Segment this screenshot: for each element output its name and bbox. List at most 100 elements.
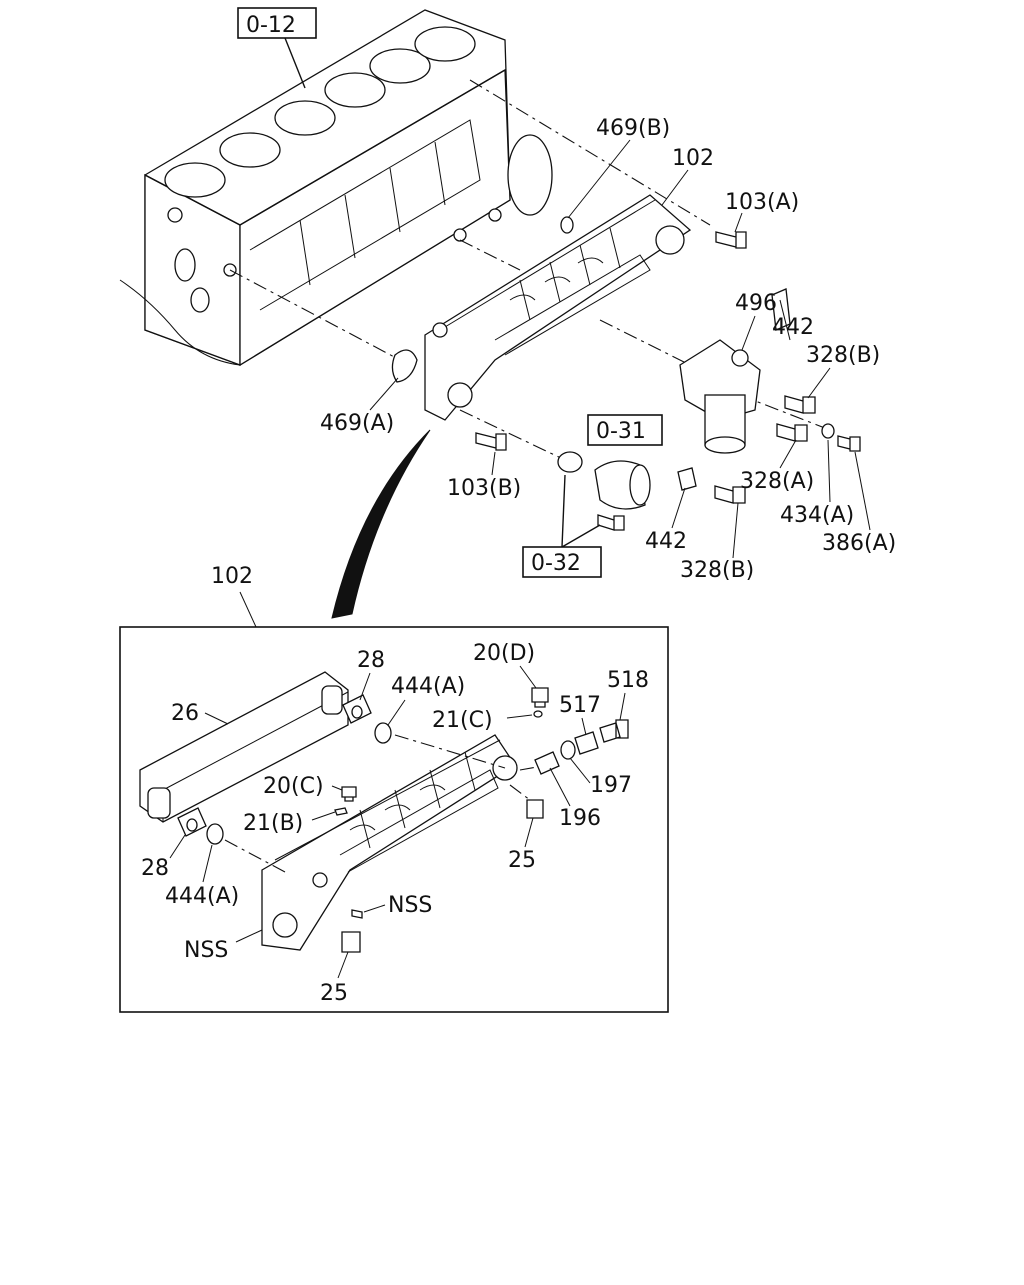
label-328a: 328(A) xyxy=(740,469,814,494)
leader-0-12 xyxy=(284,37,306,89)
leader-103b xyxy=(491,451,496,476)
label-442-top: 442 xyxy=(772,315,814,340)
leader-328a xyxy=(779,439,797,469)
leader-21b xyxy=(311,811,336,821)
bolt-0-32 xyxy=(597,514,625,531)
ref-box-0-12 xyxy=(237,7,317,39)
dash-line-5 xyxy=(459,409,566,461)
label-nss-left: NSS xyxy=(184,938,228,963)
leader-20d xyxy=(519,665,537,689)
leader-25-bottom xyxy=(337,951,349,979)
oil-cooler-assembly-top xyxy=(424,194,692,421)
leader-102-detail xyxy=(239,591,257,628)
leader-328b-bottom xyxy=(732,502,739,559)
clip-442-top xyxy=(771,288,791,331)
label-nss-right: NSS xyxy=(388,893,432,918)
leader-386a xyxy=(854,451,871,531)
oring-444a-top xyxy=(374,722,392,744)
washer-21b xyxy=(334,807,348,816)
label-328b-top: 328(B) xyxy=(806,343,880,368)
label-25-bottom: 25 xyxy=(320,981,348,1006)
bolt-328a xyxy=(776,423,808,442)
dash-line-4 xyxy=(599,319,701,371)
label-28-bottom: 28 xyxy=(141,856,169,881)
leader-nss-right xyxy=(363,904,386,913)
label-21c: 21(C) xyxy=(432,708,493,733)
leader-517 xyxy=(581,717,587,736)
label-328b-bottom: 328(B) xyxy=(680,558,754,583)
label-102-top: 102 xyxy=(672,146,714,171)
dash-detail-3 xyxy=(519,764,549,771)
leader-196 xyxy=(549,767,571,807)
leader-496 xyxy=(741,315,756,351)
label-386a: 386(A) xyxy=(822,531,896,556)
oil-filter xyxy=(679,339,761,454)
dash-line-3 xyxy=(229,269,401,361)
oring-469b xyxy=(560,216,574,234)
oring-434a xyxy=(821,423,835,439)
label-442-bottom: 442 xyxy=(645,529,687,554)
leader-469b xyxy=(567,139,631,219)
gasket-0-31 xyxy=(557,451,583,473)
dash-line-6 xyxy=(739,394,831,431)
leader-103a xyxy=(734,212,743,233)
ref-label-0-31: 0-31 xyxy=(596,419,646,444)
nut-25-bottom xyxy=(341,931,361,953)
dash-detail-1 xyxy=(394,734,506,769)
washer-21c xyxy=(533,710,543,718)
dash-line-2 xyxy=(459,239,521,271)
detail-frame xyxy=(119,626,669,1013)
spring-517 xyxy=(574,731,599,755)
bolt-328b-bottom xyxy=(714,485,746,504)
leader-328b-top xyxy=(807,367,831,399)
plug-20c xyxy=(341,786,357,802)
label-197: 197 xyxy=(590,773,632,798)
cooler-housing-102 xyxy=(261,734,518,951)
label-102-detail: 102 xyxy=(211,564,253,589)
cooler-element-26 xyxy=(139,671,349,823)
leader-469a xyxy=(369,377,399,411)
label-469b: 469(B) xyxy=(596,116,670,141)
gasket-28-bottom-hole xyxy=(186,818,198,832)
label-103b: 103(B) xyxy=(447,476,521,501)
ref-label-0-12: 0-12 xyxy=(246,13,296,38)
leader-444a-top xyxy=(387,699,406,726)
plug-518 xyxy=(599,719,629,743)
engine-block xyxy=(119,9,553,367)
leader-442-bottom xyxy=(671,487,686,529)
leader-28-top xyxy=(359,672,371,701)
leader-25-right xyxy=(524,817,534,848)
leader-442-top xyxy=(779,299,791,341)
plug-386a xyxy=(837,435,861,452)
gasket-469a xyxy=(391,349,418,383)
label-496: 496 xyxy=(735,291,777,316)
label-196: 196 xyxy=(559,806,601,831)
leader-102-top xyxy=(661,169,689,206)
screw-nss-right xyxy=(351,909,363,919)
pipe-0-31 xyxy=(594,460,651,510)
leader-518 xyxy=(619,692,626,721)
bolt-103a xyxy=(715,231,747,249)
label-469a: 469(A) xyxy=(320,411,394,436)
valve-196 xyxy=(534,751,560,775)
label-517: 517 xyxy=(559,693,601,718)
label-518: 518 xyxy=(607,668,649,693)
leader-26 xyxy=(204,712,229,725)
label-26: 26 xyxy=(171,701,199,726)
dash-line-1 xyxy=(469,79,711,226)
ref-label-0-32: 0-32 xyxy=(531,551,581,576)
label-20c: 20(C) xyxy=(263,774,324,799)
dash-detail-4 xyxy=(509,784,531,801)
label-444a-top: 444(A) xyxy=(391,674,465,699)
leader-20c xyxy=(331,785,343,791)
oring-444a-bottom xyxy=(206,823,224,845)
leader-nss-left xyxy=(235,929,263,943)
leader-21c xyxy=(506,714,533,719)
leader-197 xyxy=(569,757,591,784)
oring-197 xyxy=(560,740,576,760)
leader-434a xyxy=(827,439,831,503)
bolt-328b-top xyxy=(784,395,816,414)
dash-detail-2 xyxy=(224,839,286,873)
